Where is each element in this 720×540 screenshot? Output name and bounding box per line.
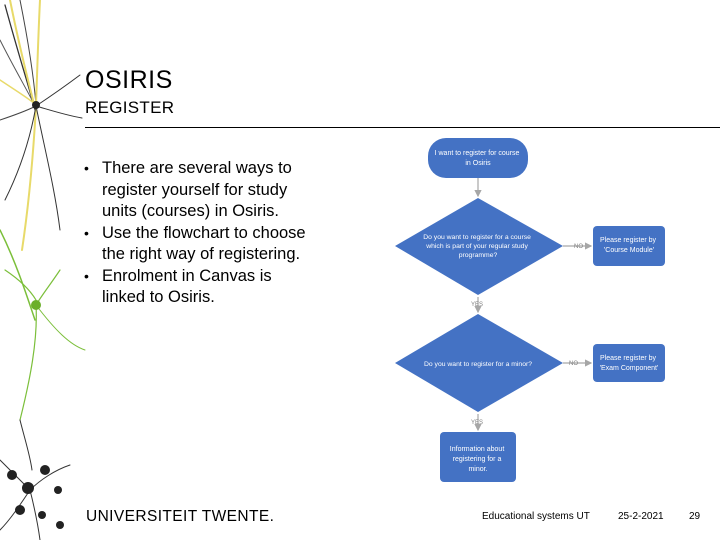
flow-end-minor-info bbox=[440, 432, 516, 482]
bullet-item: • There are several ways to register your… bbox=[80, 158, 310, 223]
bullet-dot-icon: • bbox=[84, 224, 89, 241]
flow-decision2-text: Do you want to register for a minor? bbox=[424, 361, 532, 368]
slide-title: OSIRIS bbox=[85, 66, 173, 94]
university-logo: UNIVERSITEIT TWENTE. bbox=[86, 508, 275, 525]
flow-yes-label: YES bbox=[471, 302, 483, 308]
flow-result-exam-component bbox=[593, 344, 665, 382]
flow-result2-text: Please register by 'Exam Component' bbox=[600, 355, 659, 372]
flow-no-label: NO bbox=[569, 361, 578, 367]
bullet-text: Enrolment in Canvas is linked to Osiris. bbox=[102, 266, 272, 307]
slide-subtitle: REGISTER bbox=[85, 98, 175, 117]
bullet-item: • Enrolment in Canvas is linked to Osiris… bbox=[80, 266, 310, 309]
flow-start-text: I want to register for course in Osiris bbox=[435, 150, 522, 167]
bullet-text: Use the flowchart to choose the right wa… bbox=[102, 223, 306, 264]
footer-organization: Educational systems UT bbox=[482, 511, 590, 522]
bullet-dot-icon: • bbox=[84, 267, 89, 284]
bullet-list: • There are several ways to register your… bbox=[80, 158, 310, 309]
title-divider bbox=[85, 127, 720, 128]
flow-start-node bbox=[428, 138, 528, 178]
footer-date: 25-2-2021 bbox=[618, 511, 664, 522]
bullet-item: • Use the flowchart to choose the right w… bbox=[80, 223, 310, 266]
footer-page-number: 29 bbox=[689, 511, 701, 522]
flow-result1-text: Please register by 'Course Module' bbox=[600, 237, 658, 254]
registration-flowchart: I want to register for course in Osiris … bbox=[395, 138, 665, 482]
flow-decision1-text: Do you want to register for a course whi… bbox=[423, 234, 533, 259]
flow-no-label: NO bbox=[574, 244, 583, 250]
flow-yes-label: YES bbox=[471, 420, 483, 426]
flow-decision-minor bbox=[395, 314, 563, 412]
bullet-text: There are several ways to register yours… bbox=[102, 159, 292, 220]
decorative-neuron-illustration bbox=[0, 0, 86, 540]
flow-decision-regular-programme bbox=[395, 198, 563, 295]
flow-result-course-module bbox=[593, 226, 665, 266]
bullet-dot-icon: • bbox=[84, 160, 89, 176]
flow-end-text: Information about registering for a mino… bbox=[450, 446, 506, 473]
